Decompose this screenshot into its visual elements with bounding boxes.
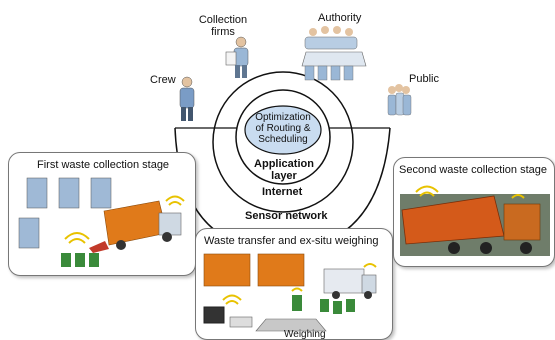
optimization-label-line3: Scheduling xyxy=(258,134,308,145)
application-layer-label: Application layer xyxy=(254,158,314,182)
wifi-signal-icon xyxy=(64,195,185,244)
public-label: Public xyxy=(409,73,439,85)
first-stage-title: First waste collection stage xyxy=(37,159,170,171)
public-group-icon xyxy=(387,84,412,116)
collection-firms-label-line1: Collection xyxy=(198,14,248,26)
second-stage-title: Second waste collection stage xyxy=(399,164,547,176)
optimization-label-line2: of Routing & xyxy=(255,123,311,134)
collection-truck-icon xyxy=(103,200,182,250)
roll-off-truck-icon xyxy=(401,195,541,254)
crew-figure-icon xyxy=(179,76,195,121)
transfer-stage-panel: Waste transfer and ex-situ weighing xyxy=(195,228,393,340)
server-icon xyxy=(18,177,112,249)
transfer-stage-title: Waste transfer and ex-situ weighing xyxy=(204,235,379,247)
internet-label: Internet xyxy=(262,186,303,198)
crew-label: Crew xyxy=(150,74,176,86)
authority-meeting-icon xyxy=(301,26,367,81)
collection-firms-figure-icon xyxy=(225,36,249,78)
transfer-stage-illustration xyxy=(203,253,377,332)
bin-icon xyxy=(320,299,355,314)
sensor-network-label: Sensor network xyxy=(245,210,328,222)
transfer-container-icon xyxy=(203,253,305,287)
first-stage-panel: First waste collection stage xyxy=(8,152,196,276)
weighing-label: Weighing xyxy=(284,329,326,340)
optimization-label-line1: Optimization xyxy=(255,112,311,123)
computer-icon xyxy=(203,306,253,328)
optimization-ellipse xyxy=(244,105,322,155)
second-stage-illustration xyxy=(400,185,550,256)
application-layer-label-line1: Application xyxy=(254,158,314,170)
optimization-label: Optimization of Routing & Scheduling xyxy=(253,112,313,145)
authority-label: Authority xyxy=(318,12,362,24)
collection-firms-label: Collection firms xyxy=(198,14,248,38)
first-stage-illustration xyxy=(18,177,185,267)
second-stage-panel: Second waste collection stage xyxy=(393,157,555,267)
application-layer-label-line2: layer xyxy=(271,170,297,182)
waste-bin-icon xyxy=(61,241,109,267)
internet-ring xyxy=(212,71,354,213)
transfer-truck-icon xyxy=(323,268,377,299)
wifi-signal-icon xyxy=(415,185,525,199)
weighing-scale-icon xyxy=(255,295,327,332)
collection-firms-label-line2: firms xyxy=(211,26,235,38)
wifi-signal-icon xyxy=(222,263,377,305)
